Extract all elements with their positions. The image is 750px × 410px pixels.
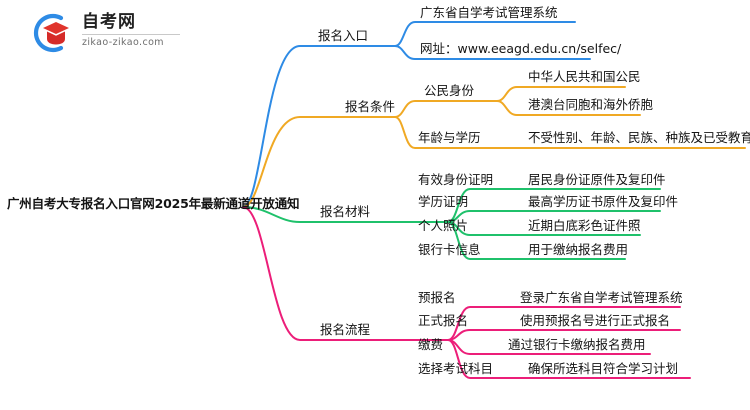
node-match-study-plan[interactable]: 确保所选科目符合学习计划 (528, 361, 679, 376)
node-bank-card-info[interactable]: 银行卡信息 (418, 242, 481, 257)
branch-label-materials[interactable]: 报名材料 (320, 204, 371, 219)
node-valid-id-proof[interactable]: 有效身份证明 (418, 172, 494, 187)
logo-divider (82, 34, 180, 35)
node-age-education[interactable]: 年龄与学历 (418, 130, 481, 145)
graduation-cap-icon (33, 13, 69, 53)
link-root-to-branch-1 (242, 45, 396, 208)
link-branch4-child4 (447, 339, 691, 379)
node-photo-spec[interactable]: 近期白底彩色证件照 (528, 218, 641, 233)
node-no-restrictions[interactable]: 不受性别、年龄、民族、种族及已受教育程度限制 (528, 130, 750, 145)
logo-domain: zikao-zikao.com (82, 37, 164, 48)
branch-label-requirements[interactable]: 报名条件 (345, 99, 396, 114)
node-bank-card-use[interactable]: 用于缴纳报名费用 (528, 242, 629, 257)
link-branch2-child2 (394, 116, 746, 149)
node-overseas-compatriots[interactable]: 港澳台同胞和海外侨胞 (528, 97, 654, 112)
node-pay-by-bank-card[interactable]: 通过银行卡缴纳报名费用 (508, 337, 646, 352)
link-root-to-branch-4 (242, 206, 449, 341)
node-pre-registration[interactable]: 预报名 (418, 290, 456, 305)
root-node-title: 广州自考大专报名入口官网2025年最新通道开放通知 (7, 196, 300, 211)
link-branch1-child2 (394, 45, 591, 60)
logo-text: 自考网 zikao-zikao.com (82, 12, 180, 48)
node-id-card-copy[interactable]: 居民身份证原件及复印件 (528, 172, 666, 187)
link-root-to-branch-2 (242, 116, 396, 208)
link-branch1-child1 (394, 21, 576, 47)
node-citizen-identity[interactable]: 公民身份 (424, 83, 475, 98)
node-use-pre-number[interactable]: 使用预报名号进行正式报名 (520, 313, 671, 328)
node-education-proof[interactable]: 学历证明 (418, 194, 469, 209)
node-login-system[interactable]: 登录广东省自学考试管理系统 (520, 290, 683, 305)
link-root-to-branch-3 (242, 206, 449, 223)
link-branch3-child4 (447, 221, 626, 260)
node-payment[interactable]: 缴费 (418, 337, 444, 352)
logo-site-name: 自考网 (82, 12, 136, 32)
node-personal-photo[interactable]: 个人照片 (418, 218, 469, 233)
node-prc-citizen[interactable]: 中华人民共和国公民 (528, 69, 641, 84)
branch-label-process[interactable]: 报名流程 (320, 322, 371, 337)
site-logo: 自考网 zikao-zikao.com (30, 10, 180, 56)
link-branch2-child1 (394, 100, 498, 118)
link-citizen-sub2 (496, 100, 641, 116)
node-gd-exam-system[interactable]: 广东省自学考试管理系统 (420, 5, 558, 20)
node-registration-url[interactable]: 网址：www.eeagd.edu.cn/selfec/ (420, 41, 622, 56)
node-diploma-copy[interactable]: 最高学历证书原件及复印件 (528, 194, 679, 209)
branch-label-registration-entry[interactable]: 报名入口 (318, 28, 369, 43)
node-formal-registration[interactable]: 正式报名 (418, 313, 469, 328)
node-choose-subjects[interactable]: 选择考试科目 (418, 361, 494, 376)
